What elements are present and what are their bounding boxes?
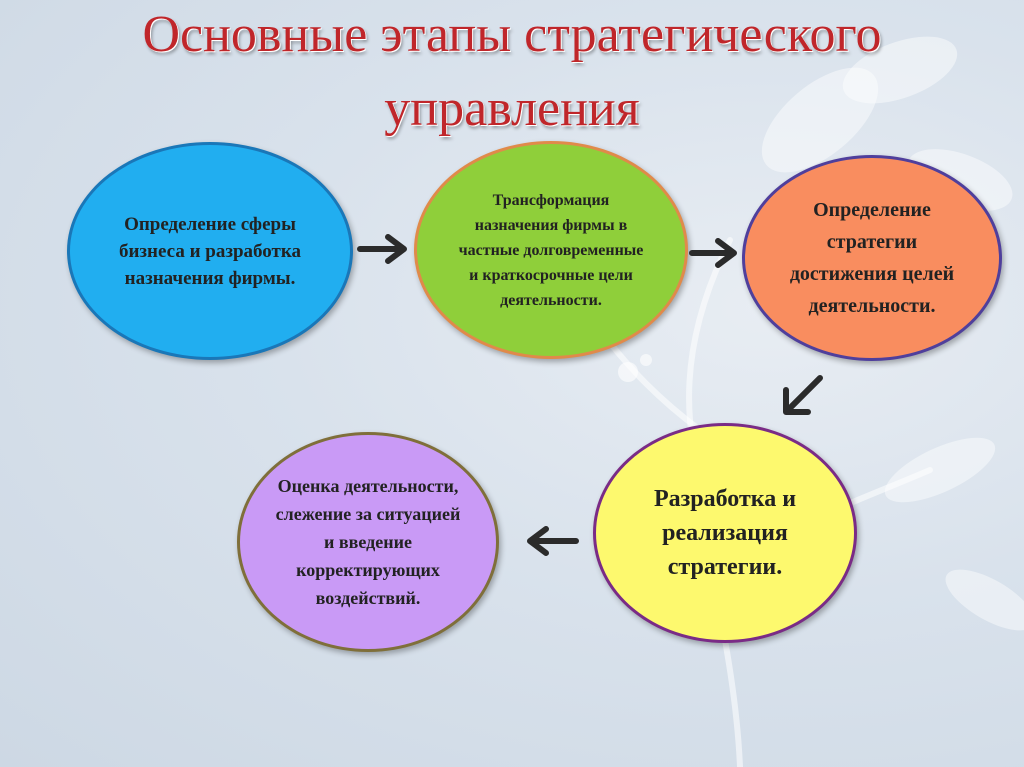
arrow-right-icon-2 [689,238,737,268]
stage-3-text: Определение стратегии достижения целей д… [789,199,955,317]
stage-1-text: Определение сферы бизнеса и разработка н… [118,213,302,289]
stage-2-text: Трансформация назначения фирмы в частные… [458,191,644,309]
stage-3-strategy-definition: Определение стратегии достижения целей д… [742,155,1002,361]
stage-4-strategy-implementation: Разработка и реализация стратегии. [593,423,857,643]
stage-4-text: Разработка и реализация стратегии. [653,486,797,580]
title-line-1: Основные этапы стратегического [142,6,882,63]
arrow-left-icon [527,526,579,556]
stage-5-text: Оценка деятельности, слежение за ситуаци… [275,476,461,608]
arrow-right-icon-1 [357,234,407,264]
title-line-2: управления [384,80,640,137]
arrow-down-left-icon [783,375,823,415]
stage-1-business-definition: Определение сферы бизнеса и разработка н… [67,142,353,360]
stage-2-goal-transformation: Трансформация назначения фирмы в частные… [414,141,688,359]
stage-5-evaluation: Оценка деятельности, слежение за ситуаци… [237,432,499,652]
